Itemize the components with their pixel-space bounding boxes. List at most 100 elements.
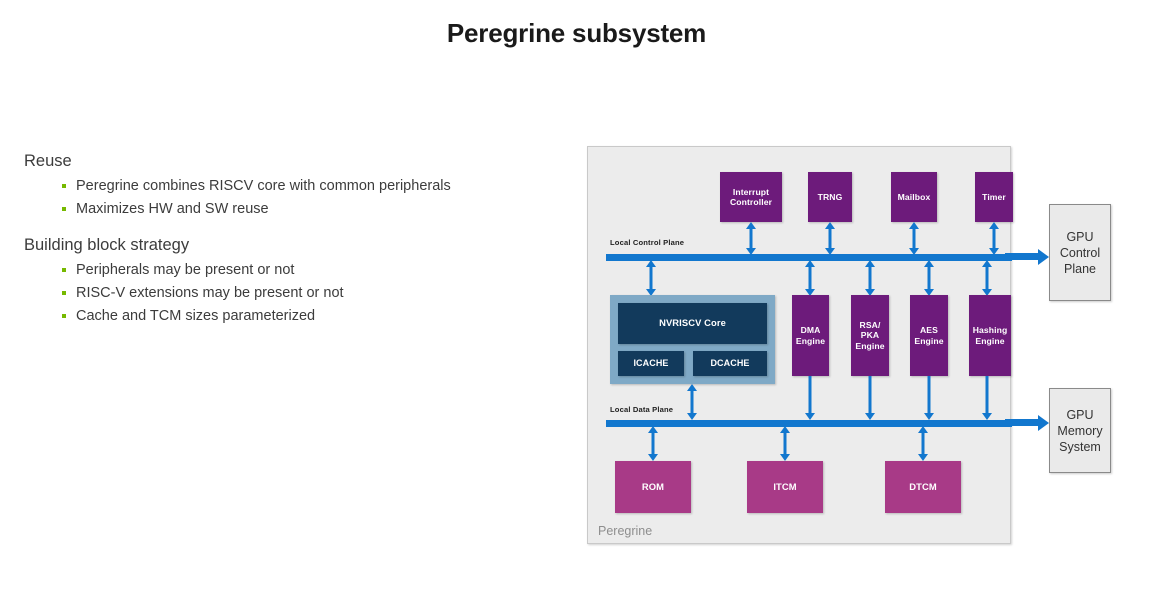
arrowhead-down-icon <box>865 289 875 296</box>
connector-data-plane-to-itcm <box>778 426 792 461</box>
connector-interrupt-controller-to-control-plane <box>744 222 758 255</box>
arrowhead-down-icon <box>918 454 928 461</box>
block-trng: TRNG <box>808 172 852 222</box>
arrowhead-down-icon <box>924 413 934 420</box>
arrowhead-up-icon <box>918 426 928 433</box>
bus-label-local-control-plane: Local Control Plane <box>610 238 685 247</box>
square-bullet-icon <box>62 268 66 272</box>
arrowhead-down-icon <box>865 413 875 420</box>
arrow-stem <box>808 266 812 290</box>
diagram-container-label: Peregrine <box>598 524 653 538</box>
list-item-label: RISC-V extensions may be present or not <box>76 285 344 301</box>
block-itcm: ITCM <box>747 461 823 513</box>
arrowhead-up-icon <box>780 426 790 433</box>
arrowhead-right-icon <box>1038 249 1049 265</box>
bus-extension-control-plane <box>1005 253 1041 260</box>
connector-control-plane-to-core <box>644 260 658 296</box>
connector-control-plane-to-rsa-pka-engine <box>863 260 877 296</box>
bullet-list-reuse: Peregrine combines RISCV core with commo… <box>62 175 544 220</box>
arrow-stem <box>808 376 812 414</box>
block-label: DCACHE <box>710 358 750 369</box>
arrowhead-down-icon <box>646 289 656 296</box>
section-heading-building-block-strategy: Building block strategy <box>24 236 190 254</box>
connector-core-to-data-plane <box>685 384 699 420</box>
block-label: ROM <box>641 480 665 492</box>
connector-control-plane-to-hashing-engine <box>980 260 994 296</box>
arrowhead-down-icon <box>780 454 790 461</box>
connector-hashing-engine-to-data-plane <box>980 376 994 420</box>
arrowhead-down-icon <box>982 289 992 296</box>
arrow-stem <box>690 390 694 414</box>
connector-control-plane-to-aes-engine <box>922 260 936 296</box>
arrow-stem <box>868 266 872 290</box>
connector-mailbox-to-control-plane <box>907 222 921 255</box>
block-label: Mailbox <box>897 191 931 202</box>
arrowhead-up-icon <box>865 260 875 267</box>
list-item-label: Peregrine combines RISCV core with commo… <box>76 178 451 194</box>
arrow-stem <box>985 266 989 290</box>
connector-dma-engine-to-data-plane <box>803 376 817 420</box>
arrowhead-up-icon <box>924 260 934 267</box>
list-item: RISC-V extensions may be present or not <box>62 282 544 304</box>
arrow-stem <box>927 376 931 414</box>
block-label: NVRISCV Core <box>659 317 726 329</box>
block-label: DTCM <box>909 480 937 492</box>
arrow-stem <box>749 228 753 249</box>
arrow-stem <box>921 432 925 455</box>
list-item: Peripherals may be present or not <box>62 259 544 281</box>
list-item: Cache and TCM sizes parameterized <box>62 305 544 327</box>
arrowhead-down-icon <box>909 248 919 255</box>
arrowhead-down-icon <box>989 248 999 255</box>
arrowhead-up-icon <box>646 260 656 267</box>
arrow-stem <box>992 228 996 249</box>
block-timer: Timer <box>975 172 1013 222</box>
arrowhead-up-icon <box>746 222 756 229</box>
square-bullet-icon <box>62 184 66 188</box>
block-label: Timer <box>982 191 1006 202</box>
bus-local-control-plane <box>606 254 1012 261</box>
block-nvriscv-core-group: NVRISCV Core ICACHE DCACHE <box>610 295 775 384</box>
arrowhead-down-icon <box>825 248 835 255</box>
arrowhead-up-icon <box>648 426 658 433</box>
bus-local-data-plane <box>606 420 1012 427</box>
bullet-content-column: Reuse Peregrine combines RISCV core with… <box>24 152 544 328</box>
square-bullet-icon <box>62 291 66 295</box>
arrow-stem <box>651 432 655 455</box>
arrowhead-up-icon <box>825 222 835 229</box>
arrow-stem <box>649 266 653 290</box>
list-item: Peregrine combines RISCV core with commo… <box>62 175 544 197</box>
bullet-list-building-block-strategy: Peripherals may be present or not RISC-V… <box>62 259 544 327</box>
bus-extension-data-plane <box>1005 419 1041 426</box>
connector-timer-to-control-plane <box>987 222 1001 255</box>
block-dtcm: DTCM <box>885 461 961 513</box>
arrowhead-up-icon <box>909 222 919 229</box>
connector-trng-to-control-plane <box>823 222 837 255</box>
arrowhead-down-icon <box>805 413 815 420</box>
block-mailbox: Mailbox <box>891 172 937 222</box>
square-bullet-icon <box>62 314 66 318</box>
arrow-stem <box>868 376 872 414</box>
arrowhead-down-icon <box>746 248 756 255</box>
connector-data-plane-to-dtcm <box>916 426 930 461</box>
arrow-stem <box>985 376 989 414</box>
arrowhead-up-icon <box>687 384 697 391</box>
arrowhead-up-icon <box>982 260 992 267</box>
arrow-stem <box>783 432 787 455</box>
arrowhead-down-icon <box>982 413 992 420</box>
block-nvriscv-core: NVRISCV Core <box>618 303 767 344</box>
list-item-label: Maximizes HW and SW reuse <box>76 201 269 217</box>
block-rom: ROM <box>615 461 691 513</box>
list-item-label: Peripherals may be present or not <box>76 262 295 278</box>
